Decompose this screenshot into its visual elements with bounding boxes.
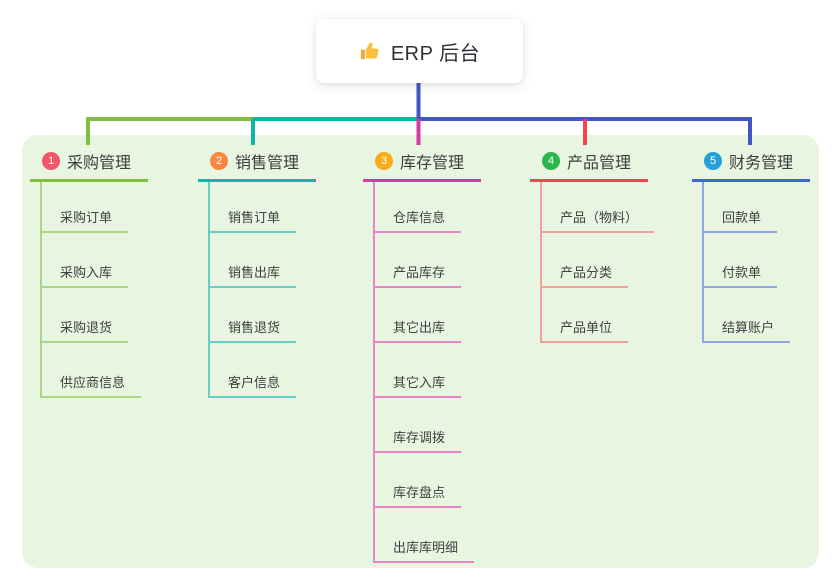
branch-column: 4 产品管理产品（物料）产品分类产品单位 [530,145,655,343]
branch-number-badge: 4 [542,152,560,170]
branch-node[interactable]: 2 销售管理 [198,145,316,182]
root-node-title: ERP 后台 [390,42,481,65]
branch-number-badge: 2 [210,152,228,170]
root-node[interactable]: ERP 后台 [316,19,523,83]
child-node[interactable]: 出库库明细 [375,508,475,563]
branch-number-badge: 5 [704,152,722,170]
child-node[interactable]: 采购退货 [42,288,129,343]
child-node[interactable]: 产品（物料） [542,182,655,233]
child-node[interactable]: 采购订单 [42,182,129,233]
branch-column: 2 销售管理销售订单销售出库销售退货客户信息 [198,145,316,398]
child-node[interactable]: 销售订单 [210,182,297,233]
branch-children: 销售订单销售出库销售退货客户信息 [208,182,297,398]
child-node[interactable]: 其它出库 [375,288,462,343]
branch-label: 采购管理 [67,155,132,172]
branch-number-badge: 3 [375,152,393,170]
branch-label: 财务管理 [729,155,794,172]
child-node[interactable]: 付款单 [704,233,778,288]
branch-children: 仓库信息产品库存其它出库其它入库库存调拨库存盘点出库库明细 [373,182,475,563]
child-node[interactable]: 仓库信息 [375,182,462,233]
branch-number-badge: 1 [42,152,60,170]
child-node[interactable]: 产品分类 [542,233,629,288]
branch-column: 5 财务管理回款单付款单结算账户 [692,145,810,343]
branch-node[interactable]: 5 财务管理 [692,145,810,182]
child-node[interactable]: 产品单位 [542,288,629,343]
thumbs-up-icon [359,40,381,62]
child-node[interactable]: 销售出库 [210,233,297,288]
branch-children: 采购订单采购入库采购退货供应商信息 [40,182,142,398]
branch-label: 产品管理 [567,155,632,172]
branches-panel [22,135,819,568]
branch-node[interactable]: 4 产品管理 [530,145,648,182]
branch-children: 产品（物料）产品分类产品单位 [540,182,655,343]
child-node[interactable]: 产品库存 [375,233,462,288]
child-node[interactable]: 销售退货 [210,288,297,343]
branch-label: 销售管理 [235,155,300,172]
branch-column: 1 采购管理采购订单采购入库采购退货供应商信息 [30,145,148,398]
branch-label: 库存管理 [400,155,465,172]
branch-column: 3 库存管理仓库信息产品库存其它出库其它入库库存调拨库存盘点出库库明细 [363,145,481,563]
branch-node[interactable]: 3 库存管理 [363,145,481,182]
child-node[interactable]: 采购入库 [42,233,129,288]
child-node[interactable]: 其它入库 [375,343,462,398]
child-node[interactable]: 供应商信息 [42,343,142,398]
child-node[interactable]: 回款单 [704,182,778,233]
child-node[interactable]: 客户信息 [210,343,297,398]
branch-node[interactable]: 1 采购管理 [30,145,148,182]
child-node[interactable]: 结算账户 [704,288,791,343]
branch-children: 回款单付款单结算账户 [702,182,791,343]
child-node[interactable]: 库存盘点 [375,453,462,508]
child-node[interactable]: 库存调拨 [375,398,462,453]
